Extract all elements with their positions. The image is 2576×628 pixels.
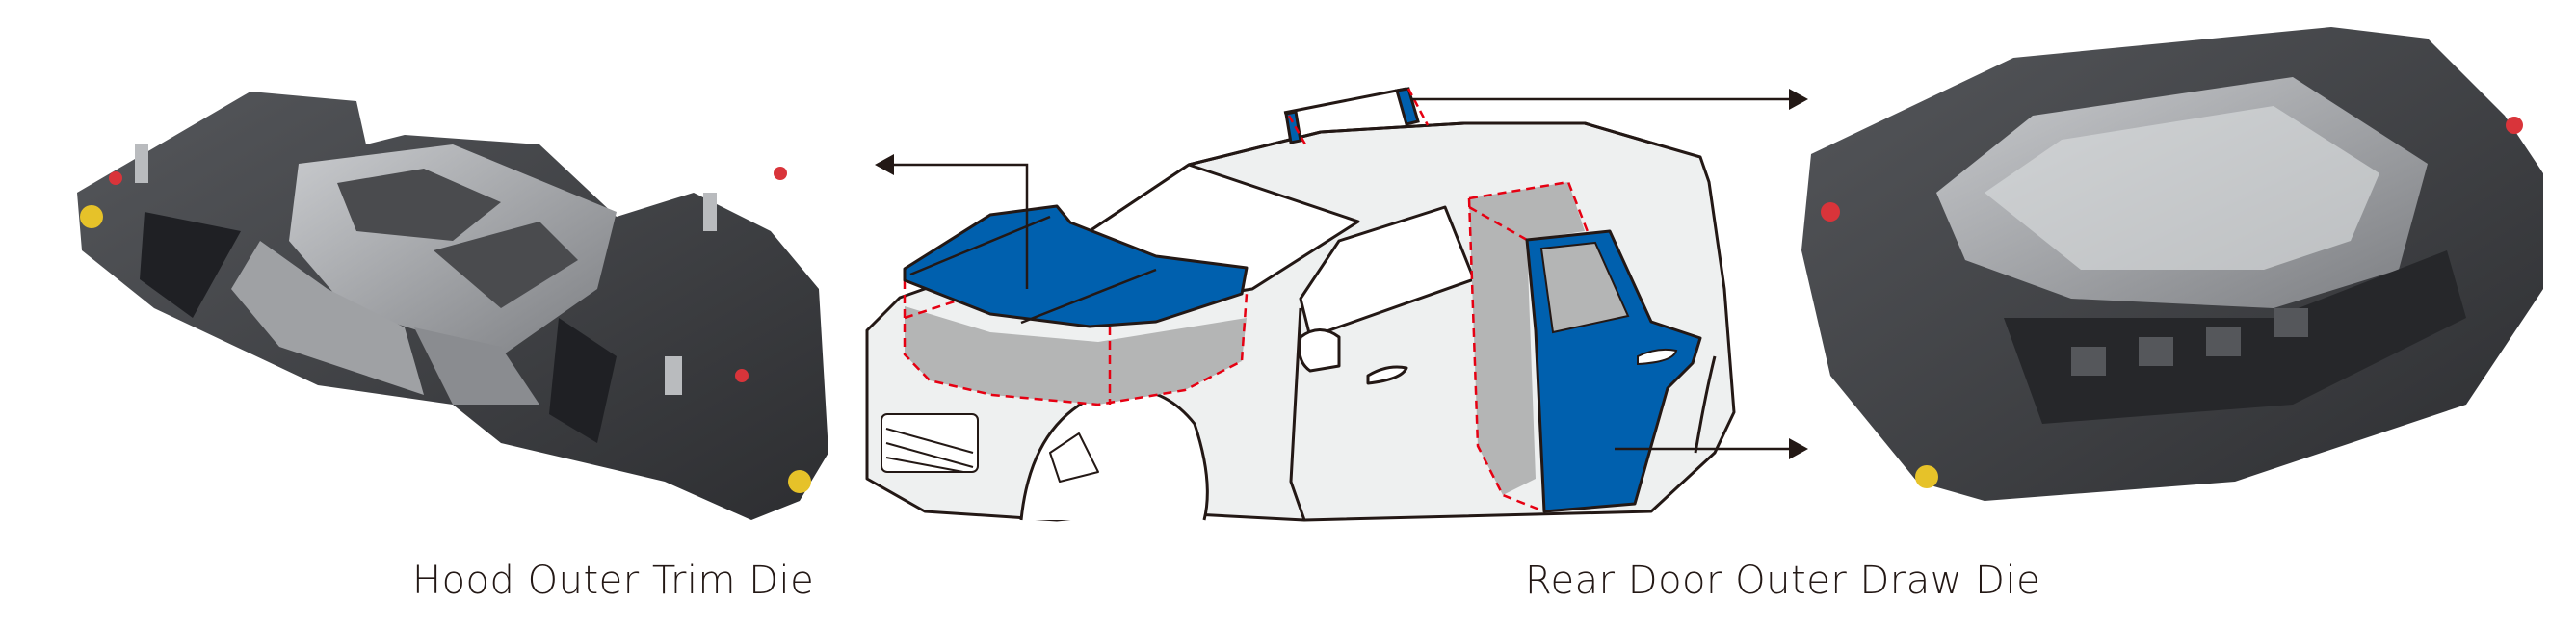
headlight xyxy=(1049,432,1099,483)
rear-door-opening-area xyxy=(1469,182,1585,495)
hood-dashed-guides xyxy=(903,280,1249,406)
hood-outer-trim-die-photo xyxy=(77,92,828,520)
rear-door-outer-draw-die-label: Rear Door Outer Draw Die xyxy=(1525,559,2041,603)
roof-rail xyxy=(1188,121,1658,167)
rear-door-frame-exploded xyxy=(1283,87,1420,144)
front-door-handle xyxy=(1366,365,1408,385)
hood-outer-panel xyxy=(903,204,1249,328)
frame-leader-arrow xyxy=(1411,89,1808,110)
rear-door-window-opening xyxy=(1539,241,1630,334)
arrow-left-icon xyxy=(875,154,894,175)
door-leader-arrow xyxy=(1615,438,1808,459)
front-door-line xyxy=(1289,307,1306,521)
rear-wheel-arch xyxy=(1694,355,1717,454)
front-side-window xyxy=(1299,205,1476,339)
hood-leader-arrow xyxy=(875,154,1029,289)
arrow-right-icon xyxy=(1789,438,1808,459)
front-grille xyxy=(881,413,979,473)
arrow-right-icon xyxy=(1789,89,1808,110)
rear-door-outer-draw-die-photo xyxy=(1801,27,2543,501)
hood-outer-trim-die-label: Hood Outer Trim Die xyxy=(412,559,815,603)
rear-door-handle xyxy=(1637,348,1678,366)
side-mirror xyxy=(1298,328,1341,373)
hood-cutout-area xyxy=(905,306,1247,405)
